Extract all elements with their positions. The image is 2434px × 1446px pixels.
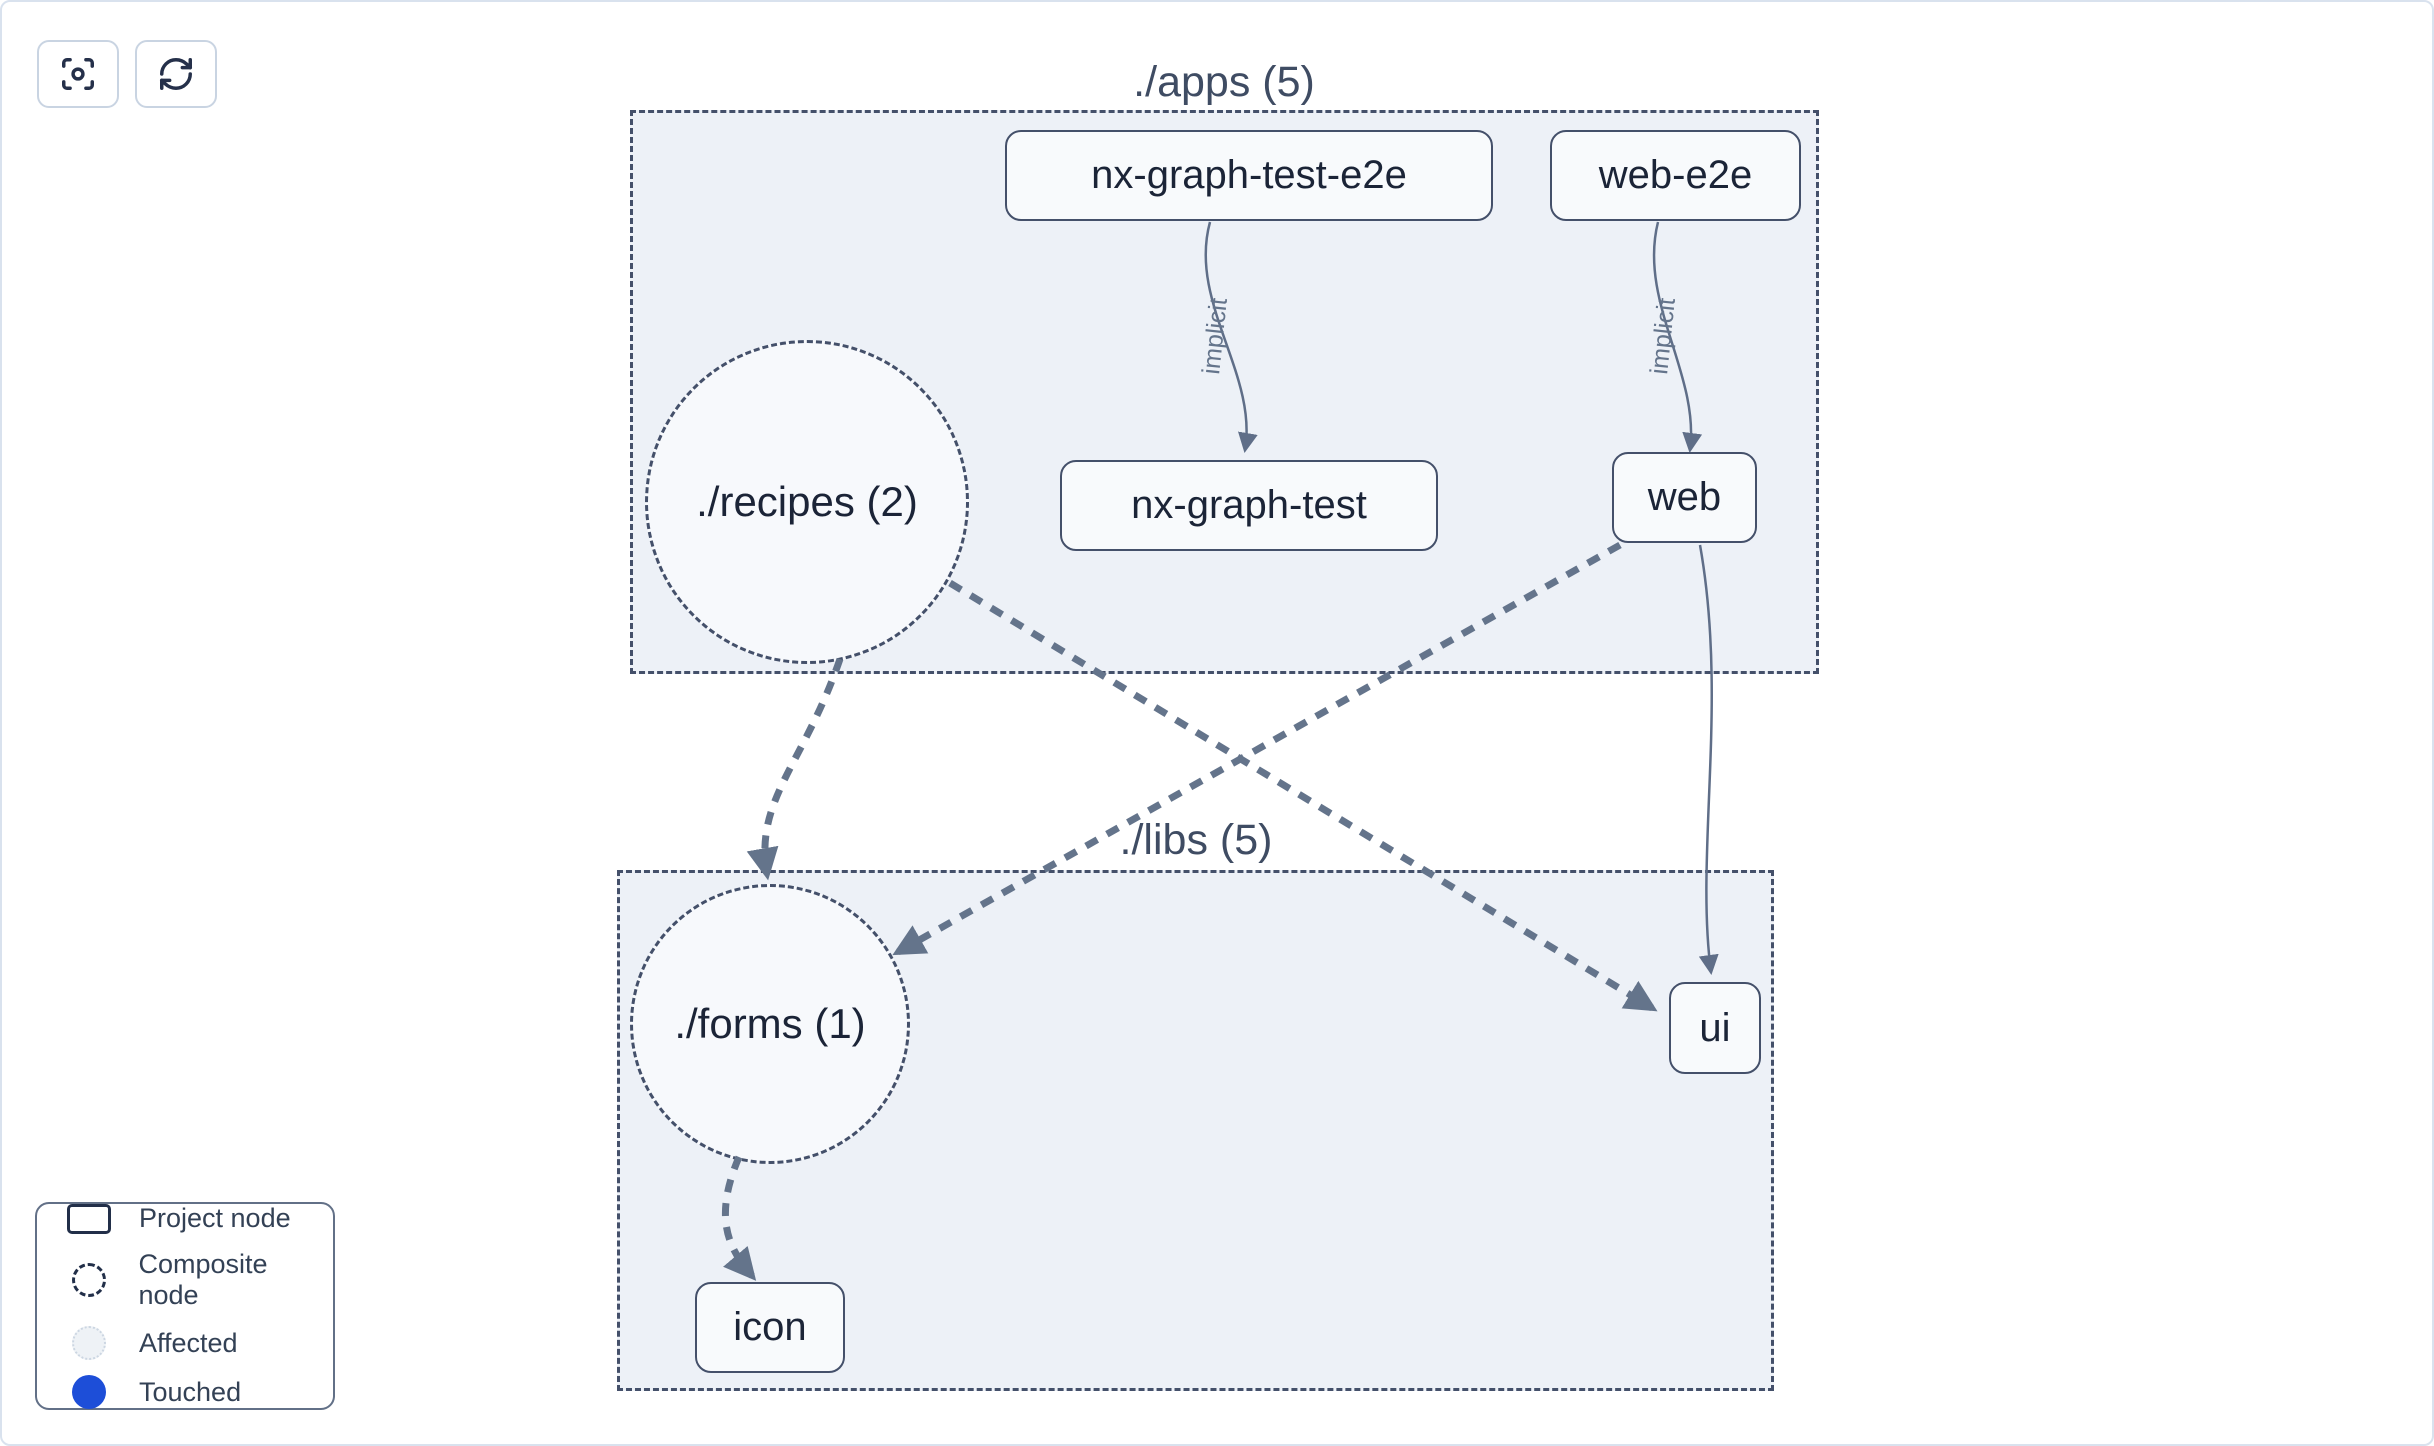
refresh-graph-button[interactable] bbox=[135, 40, 217, 108]
project-node-nx-graph-test-label: nx-graph-test bbox=[1131, 483, 1367, 527]
project-node-ui[interactable]: ui bbox=[1669, 982, 1761, 1074]
edge-forms-to-icon[interactable] bbox=[721, 1155, 757, 1281]
crosshair-focus-icon bbox=[62, 58, 94, 90]
cluster-libs-label: ./libs (5) bbox=[1119, 816, 1273, 864]
center-graph-button[interactable] bbox=[37, 40, 119, 108]
refresh-icon bbox=[160, 58, 192, 90]
project-node-nx-graph-test[interactable]: nx-graph-test bbox=[1060, 460, 1438, 551]
affected-swatch bbox=[72, 1326, 106, 1360]
project-node-web-e2e-label: web-e2e bbox=[1598, 153, 1753, 197]
edge-nx-graph-test-e2e-to-nx-graph-test[interactable] bbox=[1204, 221, 1258, 453]
edge-web-to-forms[interactable] bbox=[892, 541, 1622, 956]
project-node-web-e2e[interactable]: web-e2e bbox=[1550, 130, 1801, 221]
project-node-nx-graph-test-e2e[interactable]: nx-graph-test-e2e bbox=[1005, 130, 1493, 221]
edge-recipes-to-ui[interactable] bbox=[948, 580, 1658, 1012]
project-node-web[interactable]: web bbox=[1612, 452, 1757, 543]
edge-recipes-to-forms[interactable] bbox=[746, 657, 844, 881]
legend-row-touched: Touched bbox=[37, 1375, 333, 1409]
composite-node-swatch bbox=[71, 1263, 106, 1297]
cluster-apps-label: ./apps (5) bbox=[1133, 58, 1315, 106]
project-node-ui-label: ui bbox=[1699, 1005, 1731, 1050]
legend-label-project-node: Project node bbox=[139, 1203, 291, 1233]
legend-label-touched: Touched bbox=[139, 1376, 242, 1407]
legend-row-project-node: Project node bbox=[37, 1203, 333, 1234]
composite-node-recipes-label: ./recipes (2) bbox=[696, 478, 918, 525]
composite-node-recipes[interactable]: ./recipes (2) bbox=[645, 340, 969, 664]
project-node-nx-graph-test-e2e-label: nx-graph-test-e2e bbox=[1091, 153, 1407, 197]
composite-node-forms[interactable]: ./forms (1) bbox=[630, 884, 910, 1164]
project-node-swatch bbox=[67, 1203, 111, 1234]
legend-row-affected: Affected bbox=[37, 1326, 333, 1360]
legend-label-affected: Affected bbox=[139, 1327, 238, 1358]
legend-label-composite-node: Composite node bbox=[138, 1249, 268, 1310]
legend-row-composite-node: Composite node bbox=[37, 1249, 333, 1311]
edge-web-to-ui[interactable] bbox=[1698, 544, 1719, 975]
project-node-icon-label: icon bbox=[733, 1305, 807, 1349]
composite-node-forms-label: ./forms (1) bbox=[674, 1000, 866, 1047]
legend: Project node Composite node Affected Tou… bbox=[35, 1202, 335, 1410]
touched-swatch bbox=[72, 1375, 106, 1409]
project-node-web-label: web bbox=[1647, 475, 1722, 519]
edge-web-e2e-to-web[interactable] bbox=[1652, 221, 1703, 453]
project-node-icon[interactable]: icon bbox=[695, 1282, 845, 1373]
